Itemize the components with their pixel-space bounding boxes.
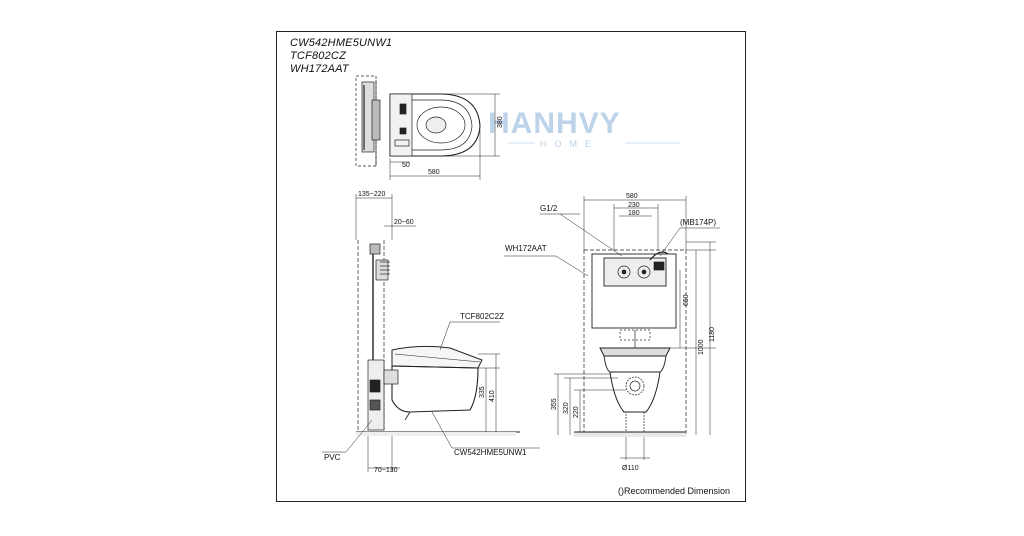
front-width-180: 180 <box>628 210 640 217</box>
front-plate-label: (MB174P) <box>680 218 716 227</box>
front-height-220: 220 <box>573 406 580 418</box>
front-height-1000: 1000 <box>698 339 705 355</box>
model-title-1: CW542HME5UNW1 <box>290 37 393 49</box>
front-view: 580 230 180 G1/2 (MB174P) WH172AAT <box>504 193 720 472</box>
front-width-580: 580 <box>626 193 638 200</box>
side-bottom-label: 70~130 <box>374 467 398 474</box>
model-title-2: TCF802CZ <box>290 50 346 62</box>
side-seat-model: TCF802C2Z <box>460 312 504 321</box>
recommended-dimension-note: ()Recommended Dimension <box>618 486 731 496</box>
top-width-label: 580 <box>428 169 440 176</box>
side-pipe-label: PVC <box>324 453 341 462</box>
front-frame-model: WH172AAT <box>505 244 547 253</box>
front-pipe-diameter: Ø110 <box>622 465 639 472</box>
front-height-650: 650 <box>683 294 690 306</box>
model-title-3: WH172AAT <box>290 63 349 75</box>
front-width-230: 230 <box>628 202 640 209</box>
watermark-sub: HOME <box>540 139 599 149</box>
watermark: HANHVY HOME <box>488 107 680 149</box>
side-range-mid: 20~60 <box>394 219 414 226</box>
side-bowl-model: CW542HME5UNW1 <box>454 448 527 457</box>
side-range-top: 135~220 <box>358 191 386 198</box>
top-depth-label: 380 <box>497 116 504 128</box>
front-height-355: 355 <box>551 398 558 410</box>
top-offset-label: 50 <box>402 162 410 169</box>
side-height-335: 335 <box>479 386 486 398</box>
front-inlet-label: G1/2 <box>540 204 558 213</box>
watermark-brand: HANHVY <box>488 107 621 140</box>
front-height-1180: 1180 <box>709 327 716 342</box>
top-view: 380 50 580 <box>355 75 504 180</box>
drawing-frame <box>276 31 746 502</box>
front-height-320: 320 <box>563 402 570 414</box>
side-height-410: 410 <box>489 390 496 402</box>
side-view: 135~220 20~60 TCF802C2Z 335 <box>322 191 540 474</box>
